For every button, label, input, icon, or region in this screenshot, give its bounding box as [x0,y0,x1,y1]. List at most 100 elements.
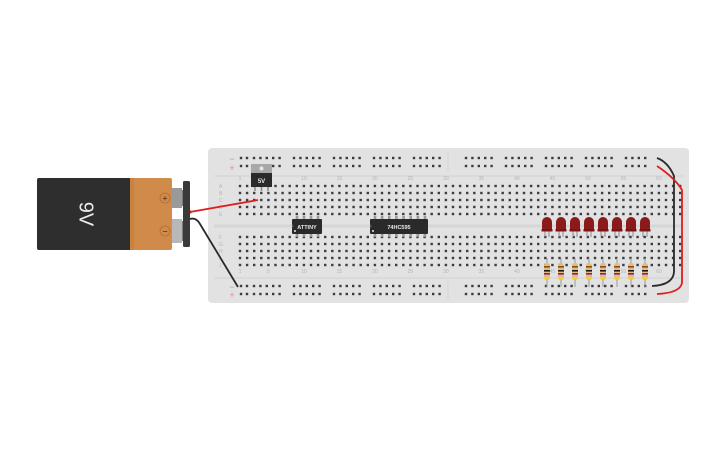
rail-hole[interactable] [544,156,548,160]
rail-hole[interactable] [339,292,342,296]
resistor[interactable] [572,258,578,287]
rail-hole[interactable] [544,284,548,288]
led[interactable] [569,217,581,237]
rail-hole[interactable] [504,292,508,296]
breadboard-hole[interactable] [544,256,547,260]
breadboard-hole[interactable] [430,235,433,239]
breadboard-hole[interactable] [565,191,568,195]
breadboard-hole[interactable] [281,256,284,260]
breadboard-hole[interactable] [551,235,554,239]
breadboard-hole[interactable] [501,242,504,246]
led[interactable] [625,217,637,237]
breadboard-hole[interactable] [679,205,682,209]
breadboard-hole[interactable] [366,198,369,202]
rail-hole[interactable] [318,284,321,288]
rail-hole[interactable] [419,284,422,288]
breadboard-hole[interactable] [309,263,313,267]
rail-hole[interactable] [385,284,388,288]
rail-hole[interactable] [584,292,588,296]
rail-hole[interactable] [339,284,342,288]
breadboard-hole[interactable] [430,212,433,216]
breadboard-hole[interactable] [260,191,263,195]
breadboard-hole[interactable] [636,263,639,267]
breadboard-hole[interactable] [281,263,284,267]
rail-hole[interactable] [432,292,435,296]
breadboard-hole[interactable] [437,263,440,267]
breadboard-hole[interactable] [480,198,483,202]
breadboard-hole[interactable] [395,184,398,188]
breadboard-hole[interactable] [466,256,469,260]
breadboard-hole[interactable] [238,263,242,267]
breadboard-hole[interactable] [416,249,419,253]
rail-hole[interactable] [584,164,588,168]
rail-hole[interactable] [385,164,388,168]
breadboard-hole[interactable] [359,235,362,239]
breadboard-hole[interactable] [359,198,362,202]
breadboard-hole[interactable] [487,184,490,188]
rail-hole[interactable] [345,284,348,288]
breadboard-hole[interactable] [423,249,426,253]
rail-hole[interactable] [245,164,249,168]
breadboard-hole[interactable] [615,242,618,246]
breadboard-hole[interactable] [309,184,313,188]
rail-hole[interactable] [477,292,480,296]
breadboard-hole[interactable] [551,205,554,209]
breadboard-hole[interactable] [309,191,313,195]
breadboard-hole[interactable] [650,242,653,246]
breadboard-hole[interactable] [537,184,540,188]
breadboard-hole[interactable] [324,212,327,216]
rail-hole[interactable] [490,164,493,168]
breadboard-hole[interactable] [331,212,334,216]
breadboard-hole[interactable] [565,212,568,216]
rail-hole[interactable] [644,292,647,296]
rail-hole[interactable] [591,164,594,168]
breadboard-hole[interactable] [664,249,668,253]
breadboard-hole[interactable] [537,256,540,260]
rail-hole[interactable] [464,156,468,160]
rail-hole[interactable] [432,156,435,160]
breadboard-hole[interactable] [238,242,242,246]
breadboard-hole[interactable] [480,235,483,239]
breadboard-hole[interactable] [352,184,355,188]
rail-hole[interactable] [332,292,336,296]
rail-hole[interactable] [631,292,634,296]
breadboard-hole[interactable] [466,242,469,246]
rail-hole[interactable] [379,284,382,288]
breadboard-hole[interactable] [430,205,433,209]
breadboard-hole[interactable] [487,198,490,202]
breadboard-hole[interactable] [373,263,377,267]
breadboard-hole[interactable] [402,242,405,246]
rail-hole[interactable] [412,292,416,296]
breadboard-hole[interactable] [494,249,497,253]
breadboard-hole[interactable] [245,242,249,246]
rail-hole[interactable] [245,156,249,160]
breadboard-hole[interactable] [650,249,653,253]
breadboard-hole[interactable] [274,205,277,209]
breadboard-hole[interactable] [551,191,554,195]
breadboard-hole[interactable] [416,212,419,216]
rail-hole[interactable] [259,156,262,160]
breadboard-hole[interactable] [529,235,533,239]
breadboard-hole[interactable] [288,205,291,209]
breadboard-hole[interactable] [402,256,405,260]
breadboard-hole[interactable] [253,263,256,267]
breadboard-hole[interactable] [629,205,632,209]
rail-hole[interactable] [278,292,281,296]
breadboard-hole[interactable] [387,263,391,267]
breadboard-hole[interactable] [366,235,369,239]
breadboard-hole[interactable] [295,198,298,202]
breadboard-hole[interactable] [579,198,582,202]
rail-hole[interactable] [604,164,607,168]
rail-hole[interactable] [305,156,308,160]
breadboard-hole[interactable] [267,235,270,239]
breadboard-hole[interactable] [544,191,547,195]
breadboard-hole[interactable] [245,198,249,202]
breadboard-hole[interactable] [622,191,625,195]
rail-hole[interactable] [425,164,428,168]
breadboard-hole[interactable] [309,256,313,260]
breadboard-hole[interactable] [324,242,327,246]
breadboard-hole[interactable] [586,191,590,195]
breadboard-hole[interactable] [458,184,462,188]
rail-hole[interactable] [570,284,573,288]
rail-hole[interactable] [239,164,243,168]
